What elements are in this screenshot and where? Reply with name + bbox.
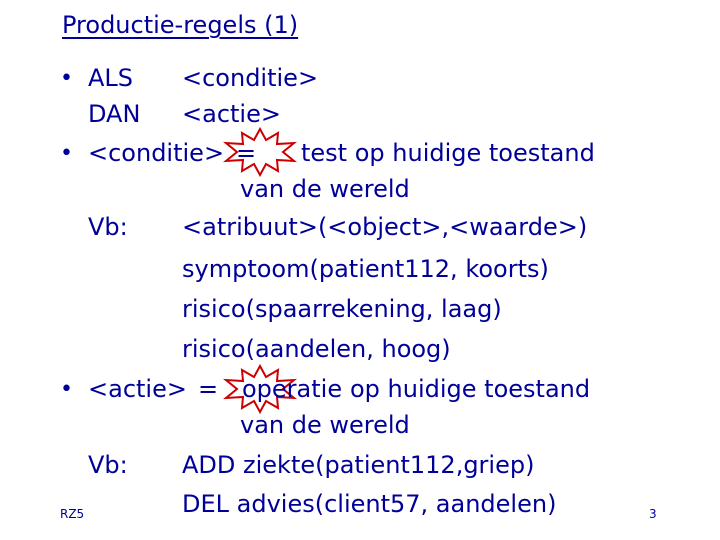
equals-sign: = — [236, 139, 257, 167]
equals-sign: = — [198, 375, 219, 403]
condition-definition-line2: van de wereld — [240, 175, 410, 203]
action-definition-rest: op huidige toestand — [350, 375, 591, 403]
action-term: <actie> — [88, 375, 187, 403]
action-example: DEL advies(client57, aandelen) — [182, 490, 557, 518]
footer-label: RZ5 — [60, 507, 85, 521]
bullet-marker: • — [60, 377, 73, 402]
condition-example: <atribuut>(<object>,<waarde>) — [182, 213, 588, 241]
rule-then-value: <actie> — [182, 100, 281, 128]
example-label: Vb: — [88, 451, 128, 479]
starburst-icon — [222, 127, 298, 177]
example-label: Vb: — [88, 213, 128, 241]
bullet-marker: • — [60, 141, 73, 166]
condition-definition-line1: test op huidige toestand — [301, 139, 595, 167]
action-definition-word: operatie — [242, 375, 343, 403]
bullet-marker: • — [60, 66, 73, 91]
page-number: 3 — [649, 507, 657, 521]
action-definition-line2: van de wereld — [240, 411, 410, 439]
condition-example: risico(aandelen, hoog) — [182, 335, 451, 363]
condition-term: <conditie> — [88, 139, 225, 167]
condition-example: symptoom(patient112, koorts) — [182, 255, 549, 283]
starburst-icon — [222, 364, 298, 414]
slide-title: Productie-regels (1) — [62, 11, 299, 39]
condition-example: risico(spaarrekening, laag) — [182, 295, 502, 323]
rule-if-keyword: ALS — [88, 64, 134, 92]
action-example: ADD ziekte(patient112,griep) — [182, 451, 535, 479]
rule-if-value: <conditie> — [182, 64, 319, 92]
rule-then-keyword: DAN — [88, 100, 141, 128]
